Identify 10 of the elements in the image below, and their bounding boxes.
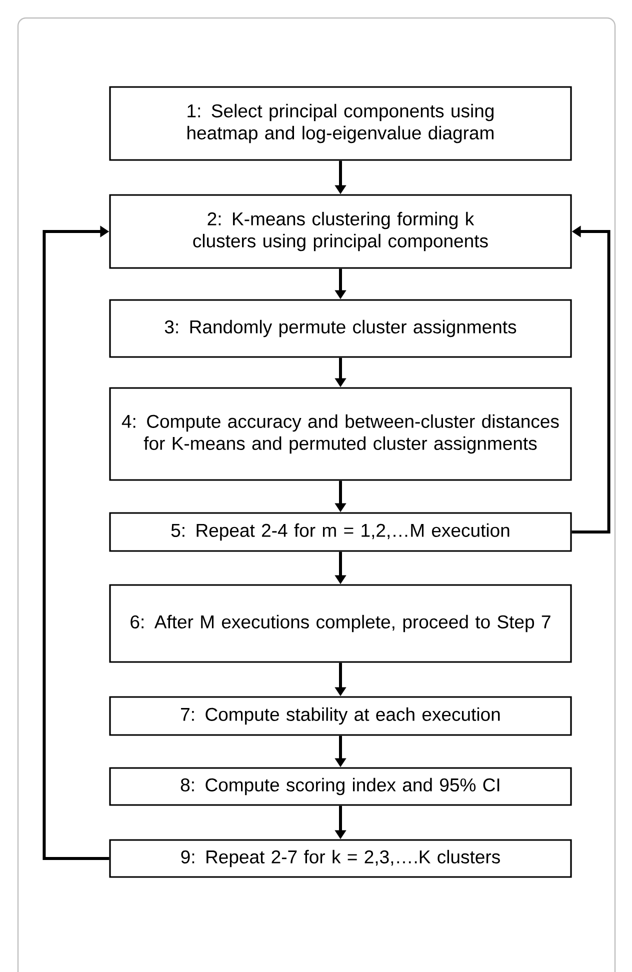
process-box: 3: Randomly permute cluster assignments — [109, 299, 572, 358]
process-box: 2: K-means clustering forming k clusters using principal components — [109, 194, 572, 269]
process-box: 5: Repeat 2-4 for m = 1,2,…M execution — [109, 512, 572, 552]
process-box: 9: Repeat 2-7 for k = 2,3,….K clusters — [109, 839, 572, 878]
process-box: 4: Compute accuracy and between-cluster distances for K-means and permuted cluster assignments — [109, 387, 572, 481]
process-box: 1: Select principal components using heatmap and log-eigenvalue diagram — [109, 86, 572, 161]
process-box: 7: Compute stability at each execution — [109, 696, 572, 736]
arrow — [42, 226, 110, 860]
process-box: 6: After M executions complete, proceed to Step 7 — [109, 584, 572, 663]
process-box: 8: Compute scoring index and 95% CI — [109, 767, 572, 806]
